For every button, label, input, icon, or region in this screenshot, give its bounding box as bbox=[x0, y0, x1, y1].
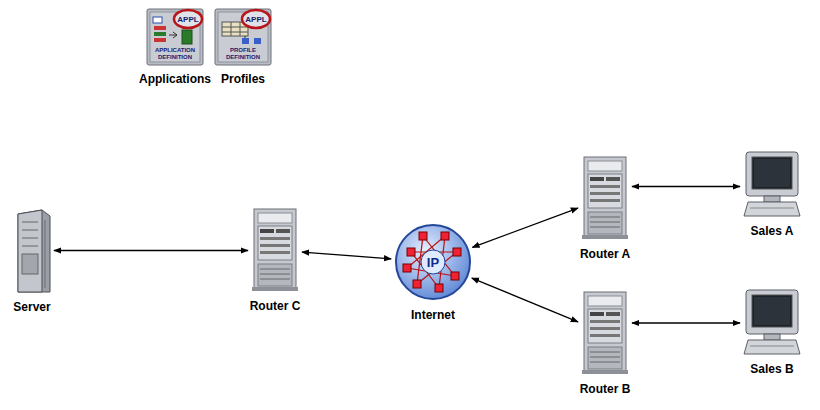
icon-text: IP bbox=[427, 255, 439, 270]
node-label: Router B bbox=[580, 382, 631, 396]
workstation-icon: Sales B bbox=[742, 288, 802, 356]
link-connector bbox=[54, 250, 248, 251]
badge-text: APPL bbox=[177, 15, 198, 24]
node-label: Router C bbox=[250, 299, 301, 313]
icon-text: PROFILE DEFINITION bbox=[218, 47, 268, 61]
icon-drawing bbox=[742, 288, 802, 356]
node-label: Sales B bbox=[750, 362, 793, 376]
application-definition-icon: APPLAPPLICATION DEFINITIONApplications bbox=[146, 8, 204, 66]
server-icon: Server bbox=[12, 208, 52, 294]
node-label: Profiles bbox=[221, 72, 265, 86]
internet-cloud: IPInternet bbox=[393, 222, 473, 302]
node-label: Internet bbox=[411, 308, 455, 322]
icon-drawing bbox=[12, 208, 52, 294]
badge-text: APPL bbox=[245, 15, 266, 24]
node-label: Server bbox=[13, 300, 50, 314]
icon-drawing bbox=[742, 150, 802, 218]
icon-drawing bbox=[580, 290, 630, 376]
icon-drawing bbox=[580, 155, 630, 241]
node-label: Router A bbox=[580, 247, 630, 261]
router-icon: Router C bbox=[250, 207, 300, 293]
profile-definition-icon: APPLPROFILE DEFINITIONProfiles bbox=[214, 8, 272, 66]
router-icon: Router A bbox=[580, 155, 630, 241]
icon-drawing bbox=[250, 207, 300, 293]
node-label: Applications bbox=[139, 72, 211, 86]
link-connector bbox=[632, 186, 740, 187]
link-connector bbox=[472, 278, 578, 322]
icon-text: APPLICATION DEFINITION bbox=[150, 47, 200, 61]
router-icon: Router B bbox=[580, 290, 630, 376]
workstation-icon: Sales A bbox=[742, 150, 802, 218]
link-connector bbox=[632, 322, 740, 323]
node-label: Sales A bbox=[751, 224, 794, 238]
link-connector bbox=[472, 208, 578, 247]
link-connector bbox=[302, 252, 391, 259]
